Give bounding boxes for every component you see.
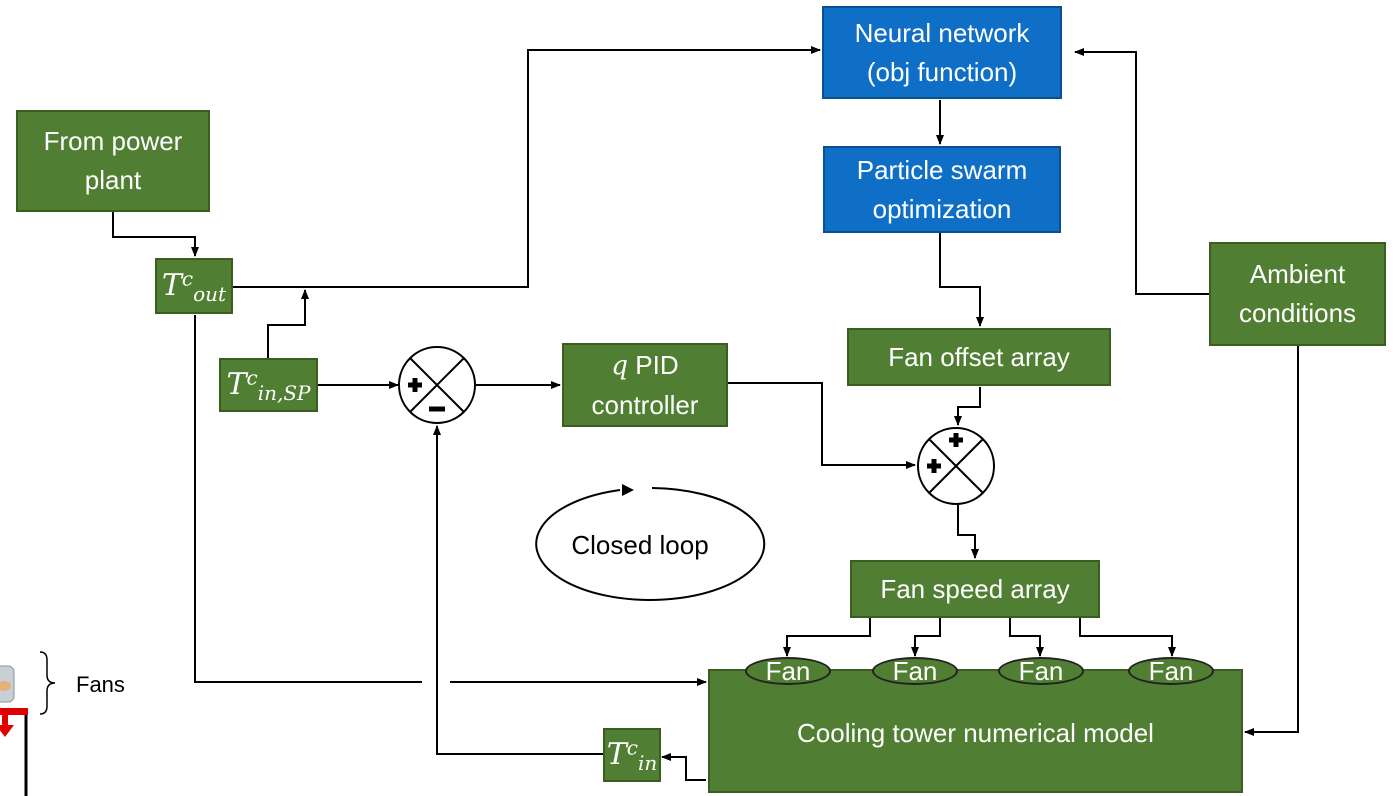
ambient-line2: conditions xyxy=(1238,298,1357,328)
fan-3: Fan xyxy=(998,656,1084,686)
wire-sum2-fanspeed xyxy=(957,505,979,559)
cooling-tower-block: Cooling tower numerical model xyxy=(708,669,1243,793)
from-power-plant-line2: plant xyxy=(84,165,142,195)
fan-1: Fan xyxy=(745,656,831,686)
from-power-plant-block: From power plant xyxy=(16,110,210,212)
ambient-conditions-block: Ambient conditions xyxy=(1209,242,1386,346)
wire-fanspeed-fan1 xyxy=(783,618,871,657)
neural-network-block: Neural network (obj function) xyxy=(822,6,1062,99)
closed-loop-label: Closed loop xyxy=(571,530,709,560)
wire-fanspeed-fan4 xyxy=(1079,618,1176,657)
fan-speed-label: Fan speed array xyxy=(880,573,1070,604)
neural-network-line2: (obj function) xyxy=(866,56,1018,87)
t-out-block: Tcout xyxy=(155,258,233,314)
pid-line1: q PID xyxy=(611,349,679,381)
wire-powerplant-tout xyxy=(112,212,199,257)
t-in-sp-label: Tcin,SP xyxy=(226,365,311,406)
fans-legend-label: Fans xyxy=(76,672,125,697)
fan-speed-array-block: Fan speed array xyxy=(850,560,1100,618)
t-out-label: Tcout xyxy=(161,266,227,307)
pso-block: Particle swarm optimization xyxy=(823,146,1061,233)
plus-sign-icon xyxy=(927,459,941,473)
ambient-line1: Ambient xyxy=(1249,259,1346,289)
wire-tinsp-junction xyxy=(267,289,309,358)
wire-ambient-nn xyxy=(1074,48,1210,295)
plus-sign-icon xyxy=(949,433,963,447)
t-in-block: Tcin xyxy=(603,728,661,782)
wire-tower-tin xyxy=(661,753,706,781)
wire-fanspeed-fan3 xyxy=(1009,618,1044,657)
wire-pid-sum2 xyxy=(728,382,916,469)
fan-offset-label: Fan offset array xyxy=(888,341,1070,372)
t-in-sp-block: Tcin,SP xyxy=(219,358,318,412)
fan-2: Fan xyxy=(872,656,958,686)
pso-line1: Particle swarm xyxy=(856,154,1028,185)
t-in-label: Tcin xyxy=(606,735,658,776)
wire-ambient-tower xyxy=(1244,345,1299,736)
plus-sign-icon xyxy=(408,378,422,392)
closed-loop-ellipse xyxy=(535,484,766,601)
wire-fanspeed-fan2 xyxy=(911,618,941,657)
fan-4: Fan xyxy=(1128,656,1214,686)
wire-offset-sum2 xyxy=(954,387,981,426)
summing-junction-1 xyxy=(398,346,476,424)
wire-tout-nn xyxy=(232,46,821,288)
wire-tout-tower-a xyxy=(194,315,422,683)
pid-line2: controller xyxy=(591,389,699,420)
wire-tin-sum1 xyxy=(433,425,603,755)
summing-junction-2 xyxy=(917,427,995,505)
cooling-tower-label: Cooling tower numerical model xyxy=(797,717,1154,748)
fan-legend-figure xyxy=(0,651,56,796)
pid-controller-block: q PID controller xyxy=(562,343,728,427)
fan-offset-array-block: Fan offset array xyxy=(847,328,1111,386)
pso-line2: optimization xyxy=(872,193,1012,224)
neural-network-line1: Neural network xyxy=(854,17,1030,48)
from-power-plant-line1: From power xyxy=(43,126,183,156)
wire-pso-offset xyxy=(939,232,984,327)
